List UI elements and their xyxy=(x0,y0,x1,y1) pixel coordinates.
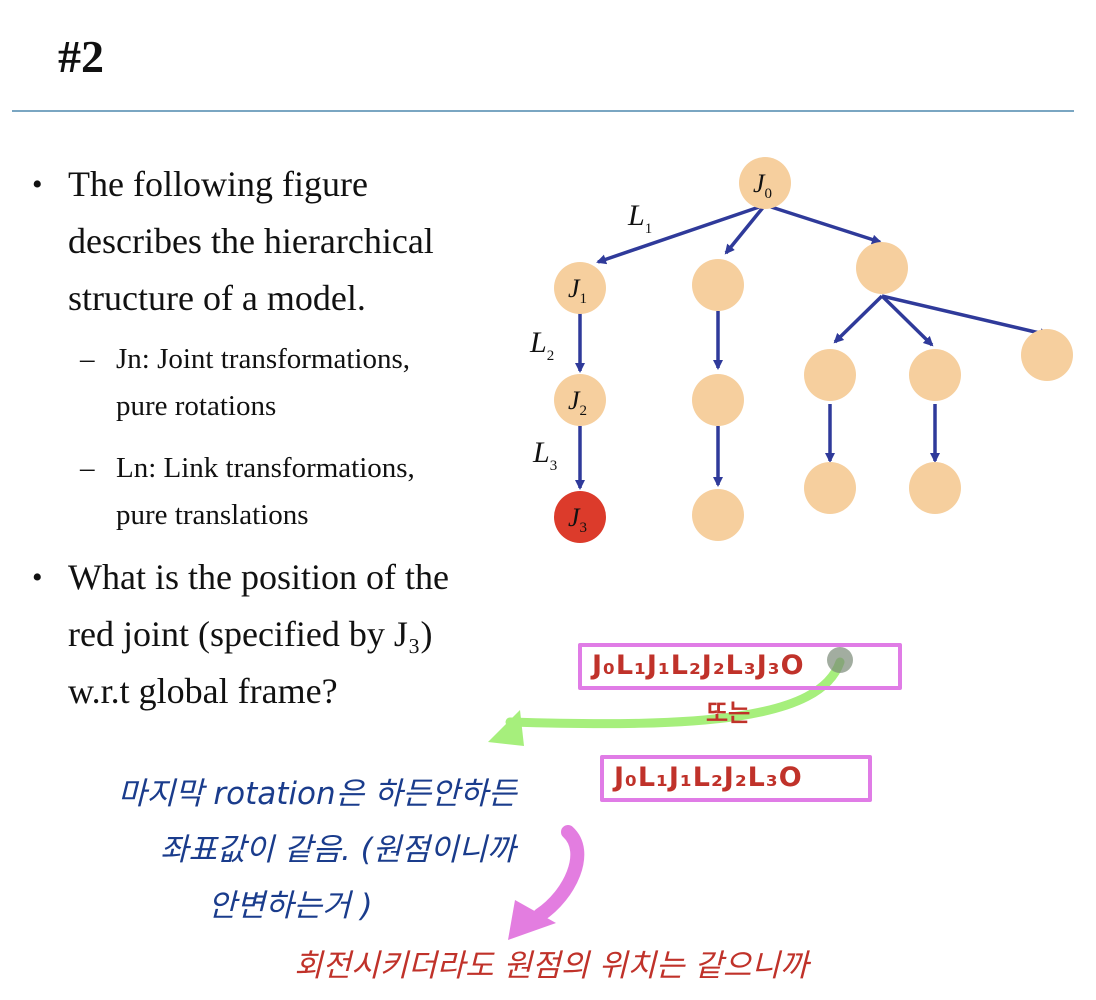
node xyxy=(692,259,744,311)
sub-bullet-dash: – xyxy=(80,452,95,484)
edge-n2-n5 xyxy=(833,294,884,344)
diagram-nodes xyxy=(554,157,1073,543)
edge-j0-j1 xyxy=(596,203,766,265)
link-label-l3: L3 xyxy=(532,436,557,474)
hierarchy-diagram: J0 J1 J2 J3 L1 L2 L3 xyxy=(529,157,1073,543)
link-labels: L1 L2 L3 xyxy=(529,199,652,474)
sub-bullet-line: Jn: Joint transformations, xyxy=(116,343,411,375)
bullet-line: structure of a model. xyxy=(68,278,366,318)
node-label-j1: J1 xyxy=(568,274,587,307)
slide-title: #2 xyxy=(58,31,104,82)
bullet-line: red joint (specified by J₃) xyxy=(68,614,433,654)
node xyxy=(909,349,961,401)
node-label-j0: J0 xyxy=(753,169,772,202)
or-label: 또는 xyxy=(706,699,751,727)
equation-box-without-j3: J₀L₁J₁L₂J₂L₃O xyxy=(600,755,872,802)
sub-bullet-dash: – xyxy=(80,343,95,375)
bullet-figure-description: • The following figure describes the hie… xyxy=(32,156,528,327)
blue-note-line: 좌표값이 같음. (원점이니까 xyxy=(160,832,516,868)
edge-n2-n7 xyxy=(881,294,1050,339)
sub-bullet-links: – Ln: Link transformations, pure transla… xyxy=(80,445,516,539)
bullet-question: • What is the position of the red joint … xyxy=(32,549,538,720)
equation-box-with-j3: J₀L₁J₁L₂J₂L₃J₃O xyxy=(578,643,902,690)
sub-bullet-line: pure rotations xyxy=(116,390,277,422)
diagram-edges xyxy=(575,203,1050,490)
bullet-line: w.r.t global frame? xyxy=(68,671,338,711)
bullet-dot: • xyxy=(32,168,43,201)
blue-note-line: 안변하는거 ) xyxy=(208,888,373,924)
blue-note-line: 마지막 rotation은 하든안하든 xyxy=(118,776,517,812)
edge-j0-n1 xyxy=(724,203,767,255)
red-note: 회전시키더라도 원점의 위치는 같으니까 xyxy=(294,948,809,984)
edge-j0-n2 xyxy=(764,203,882,245)
node-label-j2: J2 xyxy=(568,386,587,419)
node-j1 xyxy=(554,262,606,314)
node xyxy=(804,349,856,401)
pink-arrowhead xyxy=(508,900,556,940)
node xyxy=(909,462,961,514)
node-j2 xyxy=(554,374,606,426)
bullet-line: describes the hierarchical xyxy=(68,221,434,261)
node-labels: J0 J1 J2 J3 xyxy=(568,169,772,536)
edge-n2-n6 xyxy=(880,294,934,347)
bullet-dot: • xyxy=(32,561,43,594)
sub-bullet-line: Ln: Link transformations, xyxy=(116,452,415,484)
pink-arrow xyxy=(533,825,585,922)
node-j3-red xyxy=(554,491,606,543)
node-j0 xyxy=(739,157,791,209)
node xyxy=(692,489,744,541)
bullet-line: What is the position of the xyxy=(68,557,449,597)
link-label-l1: L1 xyxy=(627,199,652,237)
sub-bullet-joints: – Jn: Joint transformations, pure rotati… xyxy=(80,336,516,430)
node xyxy=(692,374,744,426)
bullet-line: The following figure xyxy=(68,164,368,204)
node-label-j3: J3 xyxy=(568,503,587,536)
sub-bullet-line: pure translations xyxy=(116,499,309,531)
node xyxy=(856,242,908,294)
node xyxy=(1021,329,1073,381)
node xyxy=(804,462,856,514)
title-divider xyxy=(12,110,1074,112)
link-label-l2: L2 xyxy=(529,326,554,364)
